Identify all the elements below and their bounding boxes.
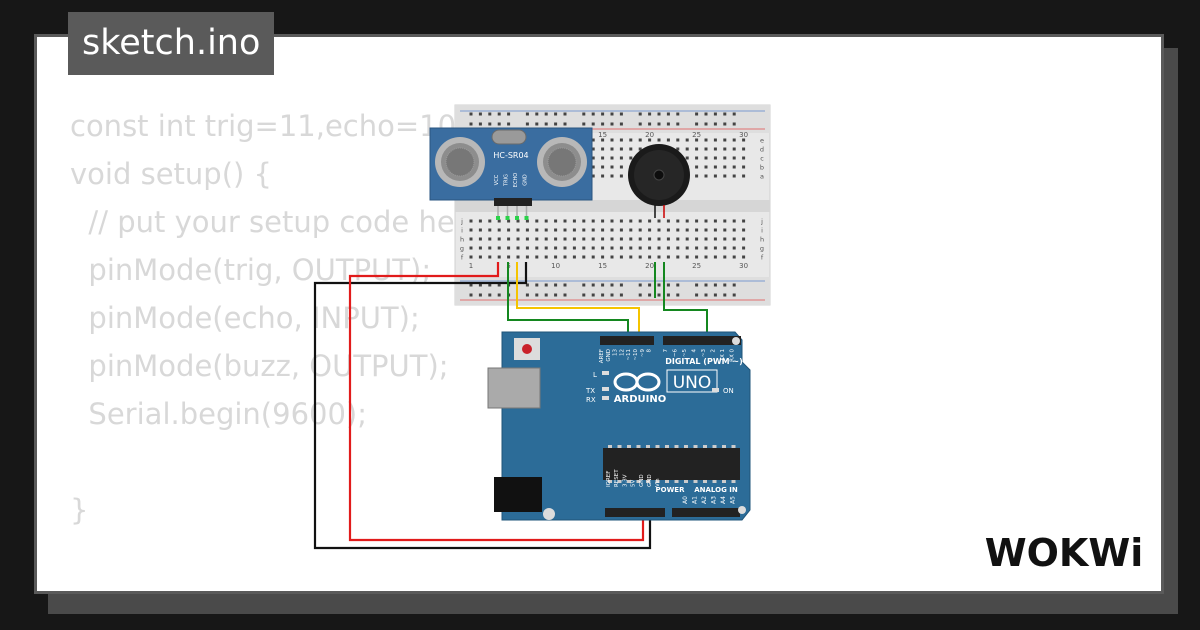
- breadboard-row-letter: h: [760, 236, 764, 244]
- board-pin-label: ~9: [640, 349, 646, 358]
- breadboard-row-letter: a: [760, 173, 764, 181]
- on-led-label: ON: [723, 387, 734, 395]
- board-pin-label: RESET: [614, 469, 620, 487]
- board-pin-label: A3: [711, 496, 718, 504]
- code-line: void loop() {: [70, 582, 456, 591]
- breadboard-column-number: 25: [692, 262, 701, 270]
- board-pin-label: ~6: [673, 349, 679, 358]
- breadboard-row-letter: i: [461, 227, 463, 235]
- board-pin-label: IOREF: [606, 471, 612, 487]
- code-line: pinMode(buzz, OUTPUT);: [70, 349, 449, 383]
- sensor-pin-label: TRIG: [504, 174, 510, 187]
- breadboard-column-number: 15: [598, 262, 607, 270]
- led-label-tx: TX: [585, 387, 595, 395]
- board-pin-label: A4: [720, 496, 727, 504]
- breadboard-column-number: 20: [645, 131, 654, 139]
- board-pin-label: 2: [711, 349, 717, 353]
- board-pin-label: ~10: [633, 349, 639, 361]
- code-line: pinMode(echo, INPUT);: [70, 301, 420, 335]
- board-pin-label: A5: [730, 496, 737, 504]
- breadboard-row-letter: f: [461, 254, 464, 262]
- code-line: // put your setup code he: [70, 205, 455, 239]
- sensor-model-label: HC-SR04: [493, 151, 528, 160]
- reset-button-icon[interactable]: [522, 344, 532, 354]
- buzzer[interactable]: [628, 144, 690, 218]
- breadboard-row-letter: j: [460, 218, 463, 226]
- breadboard-column-number: 1: [469, 262, 473, 270]
- file-tab[interactable]: sketch.ino: [68, 12, 275, 75]
- breadboard-row-letter: f: [761, 254, 764, 262]
- code-line: Serial.begin(9600);: [70, 397, 368, 431]
- breadboard-row-letter: g: [460, 245, 464, 253]
- board-pin-label: 8: [647, 349, 653, 353]
- breadboard-row-letter: j: [760, 218, 763, 226]
- circuit-simulation[interactable]: 151015202530151015202530jjiihhggffedcba …: [310, 100, 780, 555]
- breadboard-row-letter: g: [760, 245, 764, 253]
- power-jack: [494, 477, 542, 512]
- code-line: }: [70, 493, 89, 527]
- board-pin-label: A1: [692, 496, 699, 504]
- board-pin-label: ~5: [682, 349, 688, 358]
- sensor-pin-label: GND: [523, 174, 529, 186]
- wire-buzzer-signal[interactable]: [663, 262, 708, 336]
- wires: [313, 262, 708, 550]
- breadboard-column-number: 20: [645, 262, 654, 270]
- board-pin-label: ~11: [626, 349, 632, 361]
- code-line: pinMode(trig, OUTPUT);: [70, 253, 432, 287]
- board-pin-label: A0: [682, 496, 689, 504]
- breadboard-row-letter: e: [760, 137, 764, 145]
- model-label: UNO: [673, 373, 712, 393]
- analog-header-label: ANALOG IN: [694, 486, 738, 494]
- wire-trig-green[interactable]: [507, 262, 629, 336]
- board-pin-label: 5V: [631, 480, 637, 487]
- board-pin-label: GND: [639, 474, 645, 487]
- sensor-pin-label: ECHO: [513, 173, 519, 187]
- led-label-rx: RX: [586, 396, 596, 404]
- board-pin-label: Vin: [655, 478, 661, 487]
- sensor-pin-label: VCC: [494, 174, 500, 185]
- breadboard-column-number: 30: [739, 262, 748, 270]
- breadboard-row-letter: d: [760, 146, 764, 154]
- usb-port: [487, 367, 541, 409]
- board-pin-label: 4: [692, 349, 698, 353]
- board-pin-label: 13: [613, 349, 619, 356]
- breadboard-column-number: 10: [551, 262, 560, 270]
- board-pin-label: ~3: [701, 349, 707, 358]
- breadboard-column-number: 25: [692, 131, 701, 139]
- breadboard-row-letter: b: [760, 164, 764, 172]
- breadboard-row-letter: h: [460, 236, 464, 244]
- code-line: void setup() {: [70, 157, 272, 191]
- wokwi-logo-icon: WOKWi: [985, 531, 1144, 575]
- wire-vcc-red[interactable]: [348, 262, 645, 542]
- board-pin-label: 12: [619, 349, 625, 356]
- breadboard-row-letter: c: [760, 155, 764, 163]
- board-pin-label: RX 0: [730, 349, 736, 362]
- breadboard-column-number: 30: [739, 131, 748, 139]
- wokwi-logo-text: WOKWi: [985, 531, 1144, 575]
- microcontroller-chip: [603, 448, 740, 480]
- board-pin-label: 3.3V: [622, 474, 628, 487]
- breadboard-row-letter: i: [761, 227, 763, 235]
- board-pin-label: GND: [647, 474, 653, 487]
- arduino-logo-icon: [613, 372, 661, 392]
- power-header-label: POWER: [656, 486, 686, 494]
- breadboard-column-number: 15: [598, 131, 607, 139]
- board-pin-label: A2: [701, 496, 708, 504]
- brand-label: ARDUINO: [614, 394, 666, 405]
- wire-echo-yellow[interactable]: [516, 262, 640, 336]
- board-pin-label: 7: [663, 349, 669, 353]
- led-label-l: L: [593, 371, 597, 379]
- board-pin-label: TX 1: [720, 349, 726, 362]
- wire-gnd-black[interactable]: [313, 262, 652, 550]
- board-pin-label: AREF: [599, 349, 605, 363]
- board-pin-label: GND: [606, 349, 612, 362]
- digital-header-label: DIGITAL (PWM ~): [665, 357, 743, 366]
- code-line: const int trig=11,echo=10: [70, 109, 457, 143]
